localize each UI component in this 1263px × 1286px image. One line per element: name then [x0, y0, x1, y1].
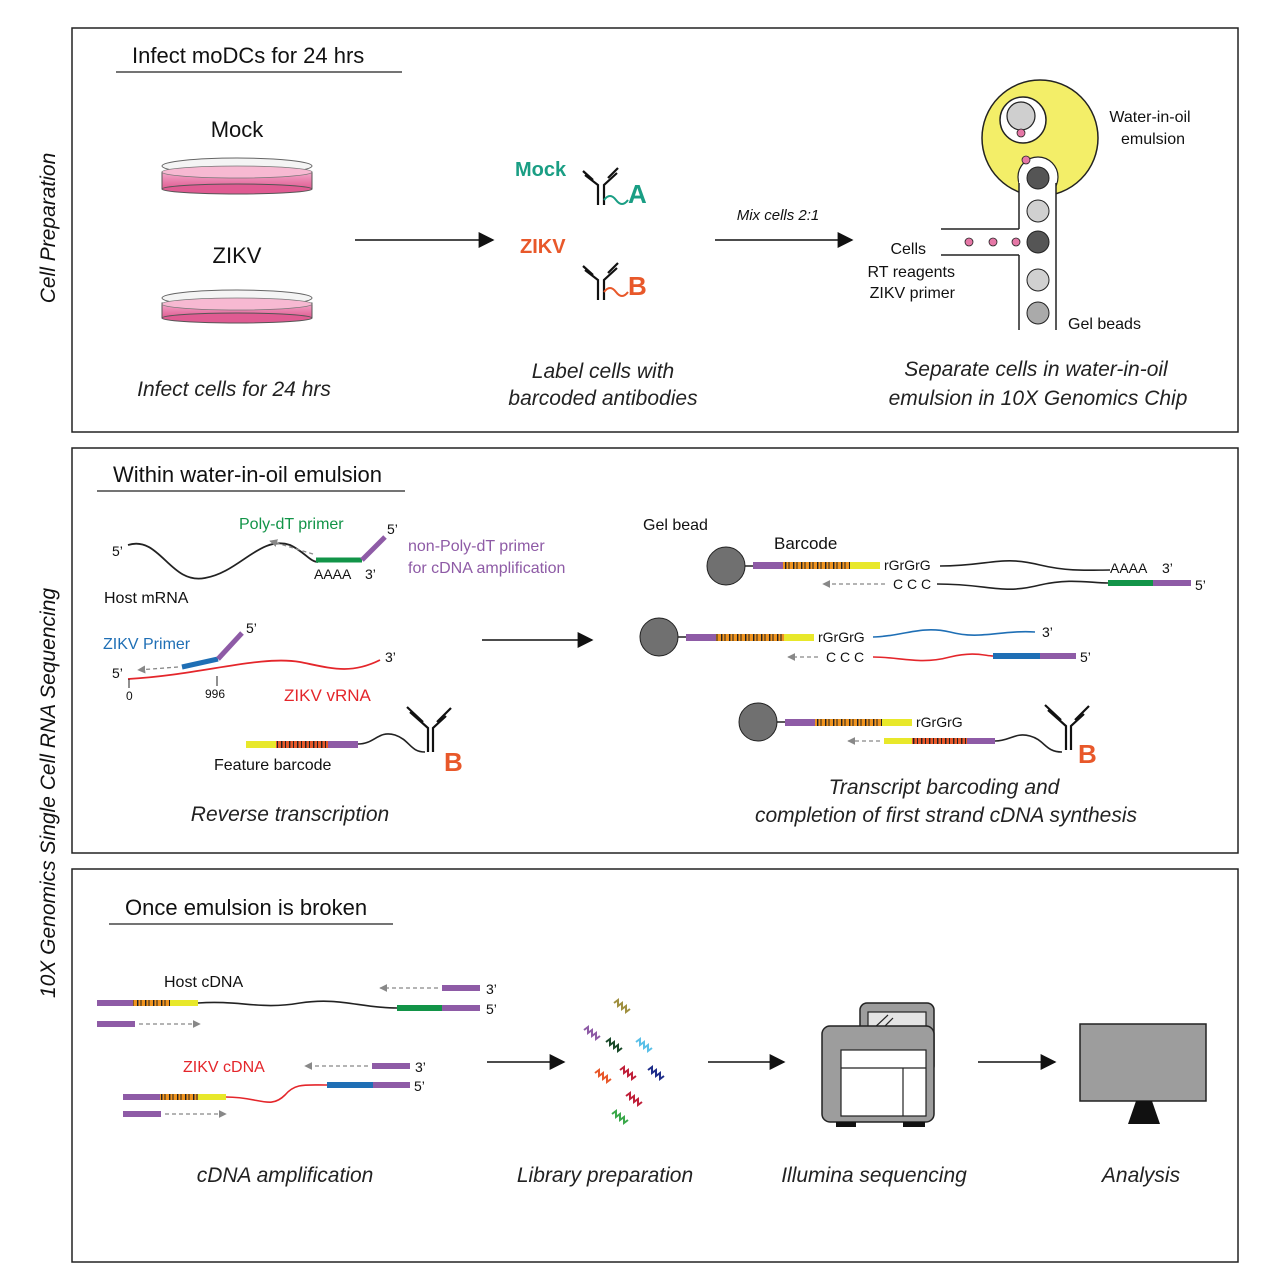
nonpolydt-5prime: 5’	[387, 521, 398, 537]
barcode-label: Barcode	[774, 534, 837, 553]
panel1-title: Infect moDCs for 24 hrs	[132, 43, 364, 68]
zikv-3prime-2: 3’	[1042, 624, 1053, 640]
side-label-sequencing: 10X Genomics Single Cell RNA Sequencing	[37, 588, 60, 998]
label-caption-line1: Label cells with	[532, 360, 674, 383]
chip-input-cells: Cells	[890, 241, 926, 258]
antibody-icon	[582, 262, 619, 300]
rt-caption: Reverse transcription	[191, 803, 389, 826]
antibody-mock-label: Mock	[515, 159, 567, 181]
emulsion-label-line2: emulsion	[1121, 131, 1185, 148]
transcript-caption-line2: completion of first strand cDNA synthesi…	[755, 804, 1138, 827]
zikv-vrna-5prime: 5’	[112, 665, 123, 681]
host-cdna-3prime: 3’	[486, 981, 497, 997]
antibody-zikv-label: ZIKV	[520, 236, 566, 258]
zikv-vrna-label: ZIKV vRNA	[284, 686, 372, 705]
zikv-petri-dish-icon	[161, 289, 313, 324]
nonpolydt-label-line1: non-Poly-dT primer	[408, 538, 545, 555]
panel-emulsion-broken: Once emulsion is broken Host cDNA 5’ 3’ …	[71, 868, 1239, 1263]
nonpolydt-primer-bar	[360, 535, 387, 562]
host-3prime-2: 3’	[1162, 560, 1173, 576]
polya-label: AAAA	[314, 566, 352, 582]
separate-caption-line2: emulsion in 10X Genomics Chip	[889, 387, 1188, 410]
cdna-amplification-caption: cDNA amplification	[197, 1164, 374, 1187]
transcript-caption-line1: Transcript barcoding and	[829, 776, 1061, 799]
host-cdna-5prime: 5’	[486, 1001, 497, 1017]
panel-cell-preparation: Infect moDCs for 24 hrs Mock ZIKV Infect…	[71, 27, 1239, 433]
analysis-caption: Analysis	[1100, 1164, 1181, 1187]
zikv-primer-label: ZIKV Primer	[103, 636, 191, 653]
feature-barcode-tag-b: B	[444, 747, 463, 777]
gel-bead-icon	[706, 546, 880, 586]
mock-petri-dish-icon	[161, 157, 313, 195]
zikv-vrna-3prime: 3’	[385, 649, 396, 665]
zikv-cdna-5prime: 5’	[414, 1078, 425, 1094]
microfluidic-chip-icon	[941, 79, 1099, 330]
polydt-primer-label: Poly-dT primer	[239, 516, 344, 533]
ccc-2: C C C	[826, 649, 864, 665]
infect-caption: Infect cells for 24 hrs	[137, 378, 331, 401]
chip-input-rt-reagents: RT reagents	[868, 264, 955, 281]
gel-beads-label: Gel beads	[1068, 316, 1141, 333]
mock-dish-label: Mock	[211, 117, 265, 142]
nonpolydt-label-line2: for cDNA amplification	[408, 560, 565, 577]
rgrgrg-2: rGrGrG	[818, 629, 865, 645]
rgrgrg-1: rGrGrG	[884, 557, 931, 573]
rgrgrg-3: rGrGrG	[916, 714, 963, 730]
zikv-primer-bar	[181, 656, 219, 670]
zikv-cdna-label: ZIKV cDNA	[183, 1059, 265, 1076]
emulsion-label-line1: Water-in-oil	[1109, 109, 1190, 126]
gel-bead-label: Gel bead	[643, 517, 708, 534]
zikv-dish-label: ZIKV	[213, 243, 262, 268]
ccc-1: C C C	[893, 576, 931, 592]
antibody-icon	[1044, 704, 1090, 750]
position-996-label: 996	[205, 687, 225, 701]
host-mrna-3prime: 3’	[365, 566, 376, 582]
zikv-vrna-strand	[127, 659, 381, 680]
label-caption-line2: barcoded antibodies	[508, 387, 698, 410]
panel-within-emulsion: Within water-in-oil emulsion 5’ Host mRN…	[71, 447, 1239, 854]
tag-a-label: A	[628, 179, 647, 209]
host-mrna-strand	[127, 542, 319, 580]
panel2-title: Within water-in-oil emulsion	[113, 462, 382, 487]
tag-b-label: B	[628, 271, 647, 301]
antibody-icon	[582, 167, 619, 205]
side-label-cell-preparation: Cell Preparation	[37, 153, 60, 304]
zikv-cdna-3prime: 3’	[415, 1059, 426, 1075]
gel-bead-icon	[639, 617, 814, 657]
panel3-title: Once emulsion is broken	[125, 895, 367, 920]
separate-caption-line1: Separate cells in water-in-oil	[904, 358, 1169, 381]
mix-cells-label: Mix cells 2:1	[737, 207, 820, 224]
sequencer-icon	[821, 1002, 935, 1127]
computer-monitor-icon	[1079, 1023, 1207, 1124]
host-polya: AAAA	[1110, 560, 1148, 576]
zikv-primer-5prime: 5’	[246, 620, 257, 636]
feature-barcode-icon	[246, 706, 452, 753]
library-preparation-caption: Library preparation	[517, 1164, 693, 1187]
zikv-5prime-2: 5’	[1080, 649, 1091, 665]
gel-bead-icon	[738, 702, 912, 742]
position-0-label: 0	[126, 689, 133, 703]
barcoded-tag-b: B	[1078, 739, 1097, 769]
chip-input-zikv-primer: ZIKV primer	[870, 285, 956, 302]
library-fragments-icon	[583, 998, 665, 1125]
host-mrna-5prime: 5’	[112, 543, 123, 559]
host-5prime-2: 5’	[1195, 577, 1206, 593]
host-mrna-label: Host mRNA	[104, 590, 189, 607]
feature-barcode-label: Feature barcode	[214, 757, 332, 774]
host-cdna-label: Host cDNA	[164, 974, 243, 991]
illumina-sequencing-caption: Illumina sequencing	[781, 1164, 967, 1187]
